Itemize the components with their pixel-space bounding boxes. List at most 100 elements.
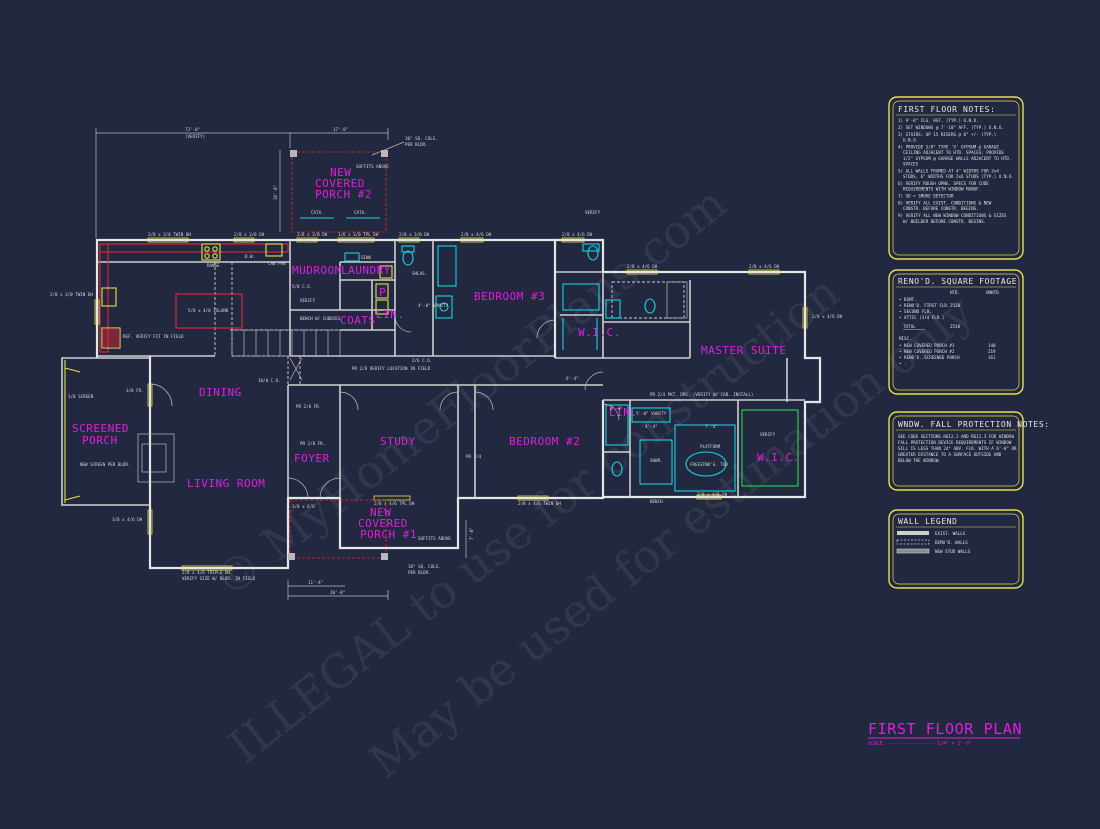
room-lin-1: LIN.	[376, 308, 405, 321]
label-platform: PLATFORM	[700, 444, 721, 449]
legend-title: WALL LEGEND	[898, 517, 958, 526]
room-covered-porch-1-l2: COVERED	[358, 517, 408, 530]
room-bedroom-3: BEDROOM #3	[474, 290, 545, 303]
note-item: 1) 9'-0" CLG. HGT. (TYP.) U.N.O.	[898, 118, 979, 123]
fall-title: WNDW. FALL PROTECTION NOTES:	[898, 420, 1050, 429]
room-covered-porch-2-l3: PORCH #2	[315, 188, 372, 201]
win-46-right: 2/8 x 4/6 DH	[812, 314, 843, 319]
footage-misc-title: MISC.	[899, 336, 912, 341]
cata-1: CATA.	[311, 210, 324, 215]
label-verify-a: VERIFY	[300, 298, 316, 303]
room-bedroom-2: BEDROOM #2	[509, 435, 580, 448]
note-item: 3) STAIRS: UP 15 RISERS @ 8" +/- (TYP.)U…	[898, 132, 996, 143]
win-master-bath: 2/8 x 4/6 DH	[697, 492, 728, 497]
legend-new: NEW STUD WALLS	[935, 549, 971, 554]
note-item: 4) PROVIDE 5/8" TYPE 'X' GYPSUM @ GARAGE…	[898, 145, 1011, 167]
footage-misc-unhtd: 161	[988, 355, 996, 360]
room-wic-master: W.I.C.	[757, 451, 800, 464]
stairs	[231, 329, 341, 381]
label-new-screen: NEW SCREEN PER BLDR.	[80, 462, 130, 467]
room-screened-porch-l2: PORCH	[82, 434, 118, 447]
room-pantry: P	[379, 286, 386, 299]
label-verify-c: VERIFY	[760, 432, 776, 437]
fall-panel: WNDW. FALL PROTECTION NOTES: SEE CODE SE…	[888, 411, 1050, 491]
fall-text: SEE CODE SECTIONS R612.2 AND R612.3 FOR …	[898, 434, 1017, 463]
win-tpl-bot: 2/8 x 4/6 TPL DH	[374, 501, 415, 506]
fall-line: SILL IS LESS THAN 24" ABV. FLR. WITH A 6…	[898, 446, 1017, 451]
label-col-10: 10/0 C.O.	[258, 378, 281, 383]
footage-misc-unhtd: 140	[988, 343, 996, 348]
room-covered-porch-1-l3: PORCH #1	[360, 528, 417, 541]
room-names: BEDROOM #3 MASTER SUITE DINING LIVING RO…	[187, 290, 786, 490]
room-covered-porch-2-l2: COVERED	[315, 177, 365, 190]
screened-porch: 3/0 SCREEN NEW SCREEN PER BLDR. 3/0 FR. …	[61, 357, 175, 506]
label-screen-30: 3/0 SCREEN	[68, 394, 94, 399]
label-island: 5/0 x 4/0 ISLAND	[188, 308, 229, 313]
notes-panel: FIRST FLOOR NOTES: 1) 9'-0" CLG. HGT. (T…	[888, 96, 1024, 260]
plan-scale: SCALE: ---------------- 1/4" = 1'-0"	[868, 741, 972, 747]
fall-line: BELOW THE WINDOW.	[898, 458, 941, 463]
dim-bot-2: 20'-0"	[330, 590, 345, 595]
win-46-1: 2/8 x 4/6 DH	[461, 232, 492, 237]
per-bldr-top: PER BLDR.	[405, 142, 428, 147]
footage-row-htd: 2530	[950, 303, 961, 308]
room-screened-porch-l1: SCREENED	[72, 422, 129, 435]
note-item: 2) SET WINDOWS @ 7'-10" AFF. (TYP.) U.N.…	[898, 125, 1004, 130]
dim-bot-1: 11'-4"	[308, 580, 323, 585]
legend-panel: WALL LEGEND EXIST. WALLS DEMO'D. WALLS N…	[888, 509, 1024, 589]
footage-misc-unhtd: 219	[988, 349, 996, 354]
note-item: 7) SD = SMOKE DETECTOR	[898, 194, 954, 199]
window-labels: 2/8 x 3/0 TWIN DH 2/8 x 3/0 DH 2/8 x 3/0…	[50, 210, 843, 581]
win-30-46-left: 3/0 x 4/6 DH	[112, 517, 143, 522]
room-foyer: FOYER	[294, 452, 330, 465]
hall-bath: SHLVS. 4'-0" VANITY 2/6 C.O.	[401, 245, 457, 363]
sq-cols-bot: 10" SQ. COLS.	[408, 564, 441, 569]
kitchen: RANGE D.W. CAB PAN 5/0 x 4/0 ISLAND REF.…	[99, 243, 289, 353]
label-pkt-drs: PR 2/4 PKT. DRS. (VERIFY W/ CAB. INSTALL…	[650, 392, 753, 397]
room-coats: COATS	[340, 314, 376, 327]
room-living: LIVING ROOM	[187, 477, 265, 490]
label-dim-4-4: 4'-4"	[645, 424, 658, 429]
win-bed2: 2/8 x 4/6 TWIN DH	[518, 501, 561, 506]
notes-title: FIRST FLOOR NOTES:	[898, 105, 996, 114]
dim-porch-side: 16'-8"	[273, 185, 278, 200]
bedroom3-closet: W.I.C.	[562, 243, 688, 350]
win-dh-2: 2/8 x 3/0 DH	[297, 232, 328, 237]
label-freestanding-tub: FREESTND'G. TUB	[690, 462, 728, 467]
room-lin-2: LIN.	[609, 406, 638, 419]
plan-title-block: FIRST FLOOR PLAN SCALE: ----------------…	[868, 720, 1021, 747]
room-laundry: LAUNDRY	[341, 264, 391, 277]
footage-row-label: • SECOND FLR.	[899, 309, 932, 314]
label-cab-pan: CAB PAN	[268, 261, 286, 266]
room-master-suite: MASTER SUITE	[701, 344, 786, 357]
win-46-4: 2/8 x 4/6 DH	[749, 264, 780, 269]
label-verify-b: VERIFY	[585, 210, 601, 215]
footage-col-htd: HTD.	[950, 290, 960, 295]
label-dim-6-4-a: 6'-4"	[566, 376, 579, 381]
room-dining: DINING	[199, 386, 242, 399]
fall-line: SEE CODE SECTIONS R612.2 AND R612.3 FOR …	[898, 434, 1014, 439]
verify-size: VERIFY SIZE W/ BLDR. IN FIELD	[182, 576, 256, 581]
notes-list: 1) 9'-0" CLG. HGT. (TYP.) U.N.O. 2) SET W…	[898, 118, 1014, 224]
footage-row-label: • ATTIC (3rd FLR.)	[899, 315, 944, 320]
label-pr-24: PR 2/4	[466, 454, 482, 459]
win-triple: 2/8 x 4/6 TRIPLE DH	[182, 570, 230, 575]
label-shwr: SHWR.	[650, 458, 663, 463]
footage-row-label: TOTAL	[903, 324, 916, 329]
footage-misc-label: • RENO'D. SCREENED PORCH	[899, 355, 960, 360]
room-study: STUDY	[380, 435, 416, 448]
mudroom-laundry: SINK 5/0 C.O. VERIFY BENCH W/ CUBBIES MU…	[292, 252, 405, 327]
footage-rows: • BSMT.• RENO'D. FIRST FLR.2530• SECOND …	[899, 297, 996, 366]
win-twin-left: 2/8 x 3/0 TWIN DH	[50, 292, 93, 297]
label-pr-28-a: PR 2/8 FR.	[300, 441, 325, 446]
dim-porch-top: 17'-8"	[333, 127, 348, 132]
win-46-2: 2/8 x 4/6 DH	[562, 232, 593, 237]
label-vanity-a: 4'-0" VANITY	[418, 303, 449, 308]
label-bench-cubbies: BENCH W/ CUBBIES	[300, 316, 341, 321]
covered-porch-2: SOFFITS ABOVE CATA. CATA. NEW COVERED PO…	[290, 150, 389, 233]
per-bldr-bot: PER BLDR.	[408, 570, 431, 575]
note-item: 9) VERIFY ALL NEW WINDOW CONDITIONS & SI…	[898, 213, 1007, 224]
label-fr-30: 3/0 FR.	[126, 388, 144, 393]
fall-line: GREATER DISTANCE TO A SURFACE OUTSIDE AN…	[898, 452, 1002, 457]
